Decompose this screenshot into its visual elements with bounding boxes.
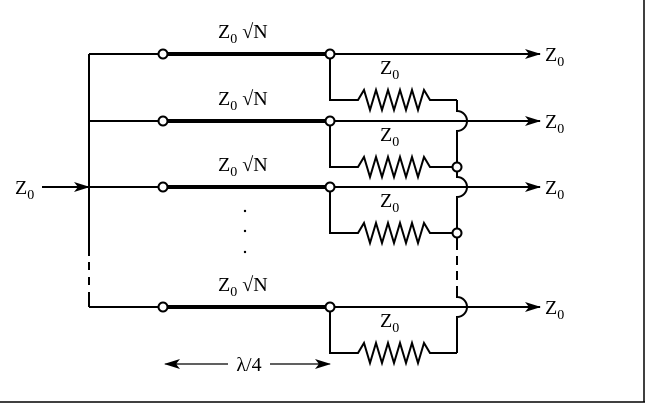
output-node [324, 115, 336, 127]
output-port-label: Z0 [545, 44, 564, 70]
input-port-label: Z0 [15, 177, 34, 203]
resistor-label: Z0 [380, 310, 399, 336]
line-impedance-label: Z0√N [218, 88, 268, 114]
resistor-label: Z0 [380, 190, 399, 216]
output-port-label: Z0 [545, 177, 564, 203]
line-impedance-label: Z0√N [218, 274, 268, 300]
output-node [324, 48, 336, 60]
input-node [157, 301, 169, 313]
isolation-resistor [329, 121, 457, 181]
isolation-resistor [329, 307, 457, 367]
length-label: λ/4 [236, 354, 261, 376]
bus-node [451, 161, 463, 173]
isolation-resistor [329, 187, 457, 247]
output-port-label: Z0 [545, 297, 564, 323]
input-port: Z0 [15, 177, 90, 203]
line-impedance-label: Z0√N [218, 21, 268, 47]
isolation-bus [456, 296, 468, 353]
bus-node [451, 227, 463, 239]
resistor-label: Z0 [380, 124, 399, 150]
output-port-label: Z0 [545, 111, 564, 137]
output-node [324, 181, 336, 193]
input-node [157, 48, 169, 60]
output-node [324, 301, 336, 313]
ellipsis-dots [243, 209, 247, 254]
quarter-wave-length: λ/4 [164, 354, 331, 376]
input-node [157, 115, 169, 127]
resistor-label: Z0 [380, 57, 399, 83]
isolation-resistor [329, 54, 457, 114]
line-impedance-label: Z0√N [218, 154, 268, 180]
input-node [157, 181, 169, 193]
